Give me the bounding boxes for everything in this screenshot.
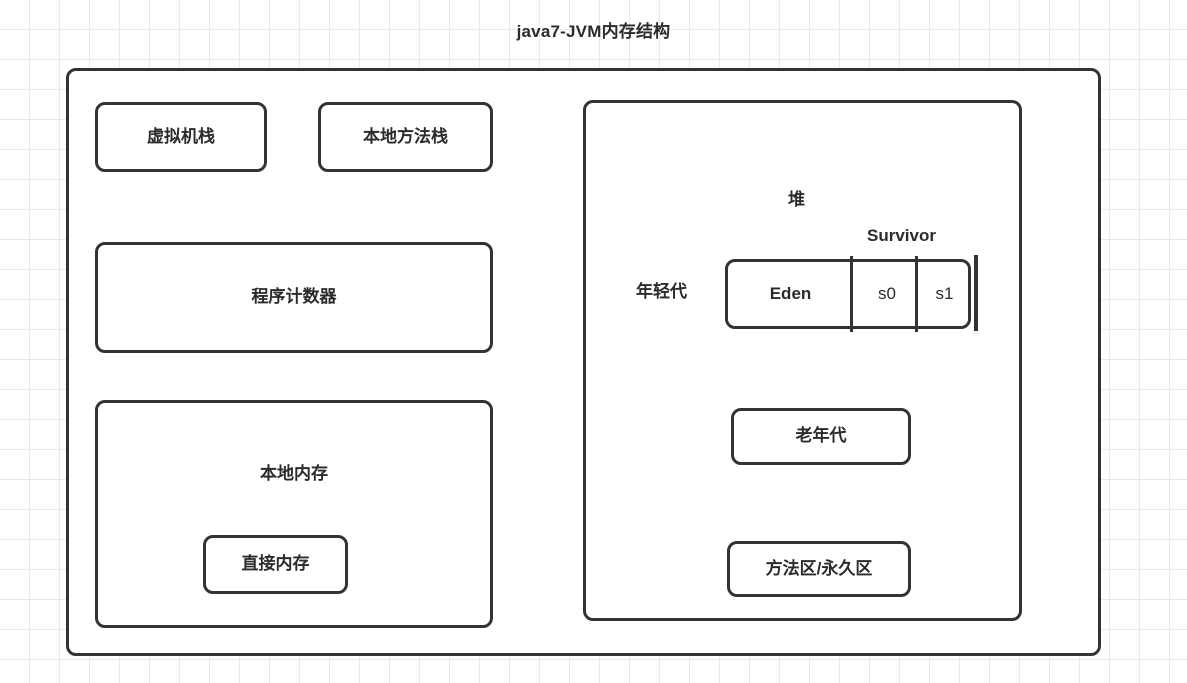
page-title: java7-JVM内存结构 — [516, 22, 671, 41]
node-direct-memory[interactable]: 直接内存 — [203, 535, 348, 594]
node-direct-memory-label: 直接内存 — [241, 554, 310, 574]
node-native-method-stack-label: 本地方法栈 — [363, 126, 448, 146]
node-native-method-stack[interactable]: 本地方法栈 — [318, 102, 493, 172]
region-s0-label: s0 — [878, 284, 896, 303]
heap-panel — [583, 100, 1022, 621]
survivor-label: Survivor — [867, 226, 936, 245]
young-generation-label: 年轻代 — [636, 282, 687, 301]
node-old-generation-label: 老年代 — [795, 426, 847, 446]
region-eden-label: Eden — [769, 284, 812, 303]
node-vm-stack-label: 虚拟机栈 — [147, 126, 215, 146]
survivor-end-bar — [974, 255, 978, 331]
node-native-memory-label: 本地内存 — [260, 464, 328, 483]
region-eden[interactable]: Eden — [728, 262, 853, 326]
node-method-area-label: 方法区/永久区 — [765, 558, 873, 578]
node-pc-register[interactable]: 程序计数器 — [95, 242, 493, 353]
divider-s0-s1 — [915, 256, 918, 332]
heap-title: 堆 — [788, 190, 805, 209]
region-s1-label: s1 — [935, 284, 954, 303]
node-old-generation[interactable]: 老年代 — [731, 408, 911, 465]
divider-eden-s0 — [850, 256, 853, 332]
node-vm-stack[interactable]: 虚拟机栈 — [95, 102, 267, 172]
young-generation-strip[interactable]: Eden s0 s1 — [725, 256, 971, 332]
node-method-area[interactable]: 方法区/永久区 — [727, 541, 911, 597]
region-s0[interactable]: s0 — [856, 262, 918, 326]
node-pc-register-label: 程序计数器 — [251, 287, 337, 307]
region-s1[interactable]: s1 — [921, 262, 968, 326]
